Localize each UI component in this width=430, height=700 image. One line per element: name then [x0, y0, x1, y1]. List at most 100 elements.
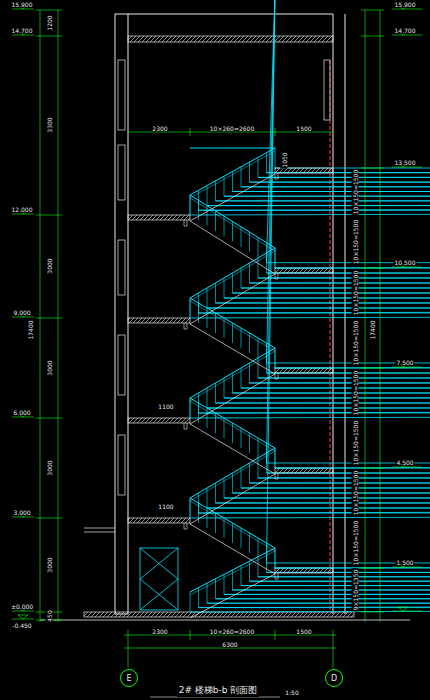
axis-bubble: D: [325, 669, 343, 687]
stair-flights: [128, 0, 430, 618]
elevation-mark: [392, 607, 422, 611]
handrail: [190, 501, 275, 551]
dim-tick: [36, 10, 62, 11]
landing-slab: [128, 215, 190, 220]
landing-beam: [275, 573, 278, 579]
top-rail: [190, 148, 275, 149]
dimension-text: 9×150=1350: [352, 569, 359, 612]
stair-steps: [190, 268, 430, 318]
windows: [84, 60, 330, 532]
dimension-text: 1100: [157, 403, 174, 410]
dimension-text: 6300: [221, 641, 238, 648]
handrail: [190, 195, 275, 248]
dim-tick: [361, 268, 384, 269]
dimension-text: 10×150=1500: [352, 169, 359, 215]
dimension-text: 7.500: [395, 359, 414, 366]
drawing-title: 2# 楼梯b-b 剖面图: [177, 684, 260, 697]
dimension-text: 450: [46, 609, 53, 622]
dimension-text: 1500: [295, 125, 312, 132]
dimension-text: 17400: [27, 319, 34, 340]
dimension-text: -0.450: [11, 622, 32, 629]
axis-bubble: E: [120, 669, 138, 687]
dimension-text: 1.500: [395, 559, 414, 566]
dim-tick: [36, 318, 62, 319]
flight-soffit: [190, 524, 275, 574]
handrail: [190, 348, 275, 398]
handrail: [190, 248, 275, 298]
hidden-line: [330, 60, 331, 610]
landing-slab: [275, 268, 333, 273]
dimension-text: 1100: [157, 503, 174, 510]
dimension-text: 14.700: [394, 27, 417, 34]
dim-tick: [36, 418, 62, 419]
flight-soffit: [190, 324, 275, 374]
handrail: [190, 551, 275, 595]
landing-slab: [275, 568, 333, 573]
handrail: [190, 298, 275, 348]
landing-slab: [275, 168, 333, 173]
axis-letter: D: [331, 674, 337, 683]
elevation-mark: [12, 615, 34, 619]
landing-beam: [275, 473, 278, 479]
dimension-text: 1:50: [284, 689, 299, 696]
flight-soffit: [190, 274, 275, 324]
landing-beam: [275, 173, 278, 179]
stair-steps: [267, 0, 430, 268]
dimension-text: 10×150=1500: [352, 370, 359, 416]
handrail: [190, 251, 275, 301]
dimension-text: 13.500: [394, 159, 417, 166]
dimension-text: 4.500: [395, 459, 414, 466]
handrail: [190, 401, 275, 451]
handrail: [190, 301, 275, 351]
dimension-text: 2300: [151, 125, 168, 132]
dimension-text: 10×260=2600: [209, 125, 255, 132]
handrail: [190, 451, 275, 501]
landing-slab: [128, 518, 190, 523]
dimension-text: 3000: [46, 359, 53, 376]
flight-soffit: [190, 221, 275, 274]
dimension-text: 3.000: [12, 509, 31, 516]
flight-soffit: [190, 374, 275, 424]
dim-tick: [361, 568, 384, 569]
landing-slab: [275, 468, 333, 473]
dimension-text: 10×150=1500: [352, 520, 359, 566]
dimension-text: 3000: [46, 556, 53, 573]
landing-slab: [275, 368, 333, 373]
dim-tick: [361, 36, 384, 37]
dimension-text: 6.000: [12, 409, 31, 416]
roof-slab: [128, 36, 333, 42]
dim-tick: [36, 518, 62, 519]
handrail: [190, 148, 275, 195]
dim-tick: [36, 215, 62, 216]
dimension-text: 3000: [46, 459, 53, 476]
dimension-text: 3000: [46, 257, 53, 274]
landing-slab: [128, 318, 190, 323]
door: [140, 548, 178, 610]
flight-soffit: [190, 474, 275, 524]
axis-letter: E: [126, 674, 131, 683]
dimension-text: 10×150=1500: [352, 320, 359, 366]
handrail: [190, 548, 275, 592]
dimension-text: 14.700: [11, 27, 34, 34]
dimension-text: 2300: [151, 628, 168, 635]
dimension-text: 9.000: [12, 309, 31, 316]
dim-tick: [361, 168, 384, 169]
dim-tick: [36, 36, 62, 37]
landing-beam: [184, 423, 187, 429]
flight-soffit: [190, 424, 275, 474]
handrail: [190, 351, 275, 401]
dimension-text: 3300: [46, 116, 53, 133]
landing-beam: [275, 373, 278, 379]
handrail: [190, 498, 275, 548]
handrail: [190, 398, 275, 448]
dimension-text: 17400: [369, 319, 376, 340]
dimension-text: 15.900: [11, 1, 34, 8]
dimension-text: 10×150=1500: [352, 470, 359, 516]
dimension-text: 15.900: [394, 1, 417, 8]
dimension-text: 1050: [281, 151, 288, 168]
stair-steps: [190, 468, 430, 518]
dimension-lines: [12, 5, 422, 697]
dim-tick: [361, 612, 384, 613]
